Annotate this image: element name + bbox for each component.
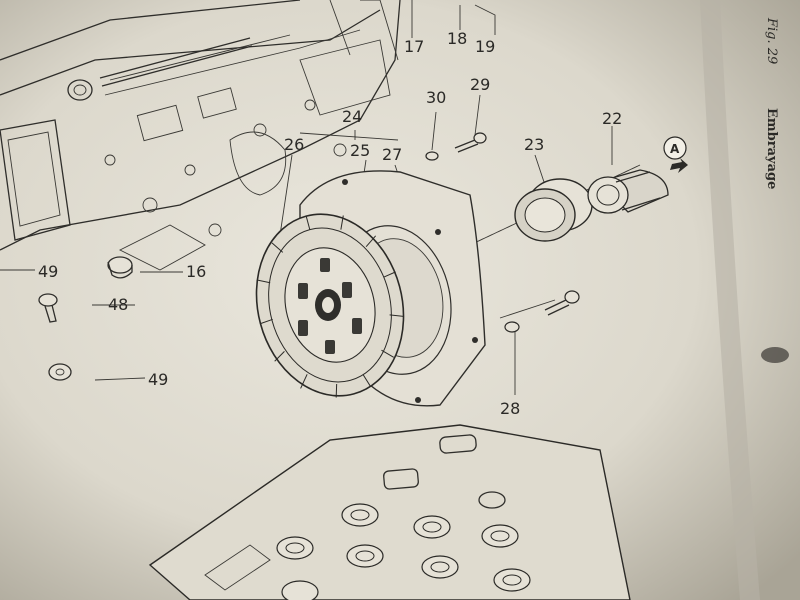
washer-part-28 — [504, 321, 520, 333]
release-bearing-part-23 — [514, 178, 593, 242]
direction-marker — [663, 136, 688, 173]
clutch-disc-part-26 — [255, 213, 405, 398]
callout-49-top: 49 — [38, 262, 58, 281]
stud-bolt — [544, 290, 580, 316]
gearbox-housing-illustration — [0, 0, 401, 271]
page-edge-shadow — [700, 0, 760, 600]
side-caption-title: Embrayage — [764, 108, 779, 189]
bolt-part-29 — [454, 132, 487, 153]
callout-28: 28 — [500, 399, 520, 418]
side-caption: Fig. 29 — [764, 17, 779, 64]
callout-26: 26 — [284, 135, 304, 154]
marker-letter: A — [670, 142, 680, 156]
callout-22: 22 — [602, 109, 622, 128]
figure-number: Fig. 29 — [764, 17, 779, 64]
nut-part-49 — [48, 363, 72, 381]
callout-30: 30 — [426, 88, 446, 107]
callout-19: 19 — [475, 37, 495, 56]
ink-smudge — [761, 347, 789, 363]
cover-plate-illustration — [148, 424, 631, 600]
bushing-part-16 — [107, 256, 133, 279]
figure-title: Embrayage — [764, 108, 779, 189]
callout-49-bottom: 49 — [148, 370, 168, 389]
callout-labels: 17 18 19 30 29 24 26 25 27 23 22 16 48 4… — [38, 29, 680, 418]
release-sleeve-part-22 — [587, 169, 669, 214]
callout-16: 16 — [186, 262, 206, 281]
callout-27: 27 — [382, 145, 402, 164]
bolt-part-48 — [38, 293, 58, 323]
callout-17: 17 — [404, 37, 424, 56]
callout-23: 23 — [524, 135, 544, 154]
callout-24: 24 — [342, 107, 362, 126]
callout-25: 25 — [350, 141, 370, 160]
washer-part-30 — [425, 151, 439, 161]
callout-18: 18 — [447, 29, 467, 48]
callout-48: 48 — [108, 295, 128, 314]
callout-29: 29 — [470, 75, 490, 94]
